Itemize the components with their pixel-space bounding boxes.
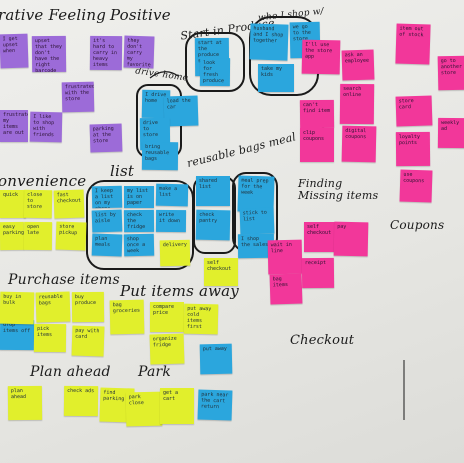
sticky-note-yellow: buy produce [71, 291, 105, 323]
sticky-note-blue: check the fridge [123, 209, 155, 233]
heading-park: Park [138, 364, 172, 380]
sticky-note-blue: look for fresh produce [199, 57, 231, 87]
heading-checkout: Checkout [290, 333, 355, 348]
heading-list: list [110, 162, 135, 180]
sticky-note-yellow: check ads [63, 385, 99, 417]
heading-negative-feeling: rative Feeling [0, 6, 107, 24]
sticky-note-blue: shared list [196, 176, 230, 206]
heading-convenience: onvenience [0, 172, 87, 190]
sticky-note-blue: bring reusable bags [141, 141, 179, 171]
sticky-note-pink: pay [333, 221, 369, 257]
sticky-note-pink: receipt [301, 257, 335, 289]
sticky-note-pink: item out of stock [395, 23, 431, 65]
sticky-note-yellow: reusable bags [35, 291, 71, 323]
sticky-note-yellow: quick [0, 190, 26, 218]
sticky-note-yellow: bag groceries [109, 299, 145, 335]
sticky-note-yellow: pick items [33, 323, 67, 353]
heading-positive: Positive [110, 6, 171, 24]
heading-drive-home: drive home [134, 66, 189, 84]
sticky-note-blue: plan meals [91, 233, 123, 257]
sticky-note-pink: search online [339, 83, 375, 125]
sticky-note-yellow: fast checkout [53, 189, 85, 219]
sticky-note-yellow: delivery [159, 239, 191, 267]
sticky-note-purple: frustrated my items are out [0, 110, 28, 142]
heading-finding-missing-items: Finding Missing items [298, 177, 379, 202]
sticky-note-yellow: open late [23, 221, 53, 251]
sticky-note-blue: drop items off [0, 319, 35, 351]
sticky-note-purple: I like to shop with friends [29, 111, 63, 143]
sticky-note-pink: can't find item [299, 99, 335, 129]
sticky-note-pink: go to another store [437, 55, 464, 91]
sticky-note-blue: shop once a week [123, 233, 155, 257]
sticky-note-yellow: store pickup [55, 221, 87, 251]
sticky-note-yellow: put away cold items first [183, 303, 219, 335]
sticky-note-purple: they don't carry my favorite [123, 35, 155, 69]
sticky-note-purple: frustrated with the store [61, 81, 95, 113]
sticky-note-yellow: plan ahead [7, 385, 43, 421]
sticky-note-blue: put away [199, 343, 233, 375]
sticky-note-blue: list by aisle [91, 209, 123, 233]
sticky-note-pink: clip coupons [300, 128, 334, 162]
sticky-note-blue: my list is on paper [124, 186, 154, 208]
sticky-note-pink: store card [395, 95, 433, 127]
heading-plan-ahead: Plan ahead [30, 364, 111, 380]
sticky-note-blue: take my kids [258, 64, 294, 92]
sticky-note-yellow: park close [125, 391, 163, 427]
sticky-note-pink: bag items [269, 273, 303, 305]
sticky-note-yellow: easy parking [0, 221, 25, 251]
sticky-note-blue: check pantry [195, 209, 231, 241]
sticky-note-yellow: self checkout [204, 258, 238, 286]
sticky-note-blue: stick to list [239, 207, 275, 235]
sticky-note-blue: husband and I shop together [249, 23, 289, 61]
sticky-note-pink: weekly ad [437, 117, 464, 149]
heading-coupons: Coupons [390, 218, 445, 232]
sticky-note-yellow: close to store [23, 189, 53, 219]
sticky-note-purple: I get upset when [0, 33, 29, 69]
sticky-note-pink: I'll use the store app [301, 39, 341, 75]
sticky-note-yellow: buy in bulk [0, 291, 35, 325]
sticky-note-pink: loyalty points [395, 131, 431, 167]
sticky-note-pink: ask an employee [341, 49, 375, 81]
sticky-note-yellow: organize fridge [149, 333, 185, 365]
sticky-note-pink: wait in line [267, 239, 303, 275]
heading-put-items-away: Put items away [120, 282, 239, 300]
sticky-note-yellow: pay with card [71, 325, 105, 357]
sticky-note-blue: I keep a list on my phone [91, 185, 123, 209]
sticky-note-blue: make a list [155, 183, 189, 207]
sticky-note-pink: digital coupons [341, 125, 377, 163]
sticky-note-blue: park near the cart return [197, 389, 233, 421]
sticky-note-pink: self checkout [304, 222, 338, 252]
sticky-note-purple: parking at the store [89, 123, 123, 153]
sticky-note-yellow: compare price [150, 302, 184, 332]
group-outline-start-in-produce [185, 32, 245, 92]
sticky-note-purple: upset that they don't have the right bar… [31, 35, 67, 73]
heading-purchase-items: Purchase items [8, 272, 120, 288]
sticky-note-pink: use coupons [399, 169, 433, 203]
sticky-note-yellow: get a cart [160, 388, 194, 424]
sticky-note-purple: it's hard to carry in heavy items [89, 35, 123, 71]
sticky-note-blue: write it down [155, 209, 187, 233]
